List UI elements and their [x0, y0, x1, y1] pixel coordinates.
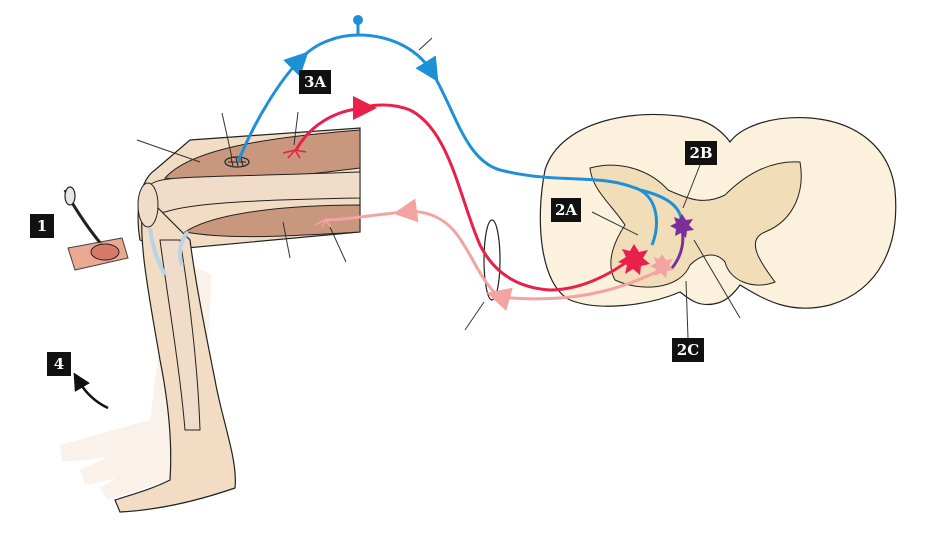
quadriceps-motor-neuron: [618, 244, 650, 275]
step-label-2a: 2A: [551, 198, 581, 222]
leader-lines: [136, 37, 741, 339]
hamstring-endplate: [314, 219, 336, 229]
interneuron-cell: [670, 214, 694, 238]
step-label-1: 1: [30, 214, 54, 238]
hamstring-tendon: [178, 230, 190, 266]
step-label-3a: 3A: [299, 70, 331, 94]
step-label-3a-text: 3A: [304, 73, 326, 91]
muscle-spindle: [224, 156, 250, 168]
step-label-4-text: 4: [54, 355, 64, 373]
step-label-1-text: 1: [37, 217, 47, 235]
quadriceps-endplate: [282, 149, 307, 159]
step-label-2a-text: 2A: [555, 201, 577, 219]
curved-arrow-icon: [73, 372, 109, 410]
hamstring-motor-neuron: [650, 254, 674, 278]
step-label-2c-text: 2C: [677, 341, 699, 359]
patella: [137, 182, 159, 228]
hamstring-motor-pathway: [324, 198, 666, 311]
reflex-hammer-icon: [63, 186, 129, 271]
quadriceps-motor-pathway: [294, 95, 633, 292]
dorsal-root-ganglion-cell: [353, 15, 363, 25]
lower-leg: [114, 193, 236, 513]
sensory-afferent-pathway: [236, 15, 684, 246]
step-label-4: 4: [47, 352, 71, 376]
step-label-2b: 2B: [685, 141, 717, 165]
patellar-tendon: [148, 227, 167, 276]
tibia-bone: [159, 239, 201, 431]
step-label-2c: 2C: [672, 338, 704, 362]
leg: [114, 127, 361, 513]
step-label-2b-text: 2B: [689, 144, 712, 162]
